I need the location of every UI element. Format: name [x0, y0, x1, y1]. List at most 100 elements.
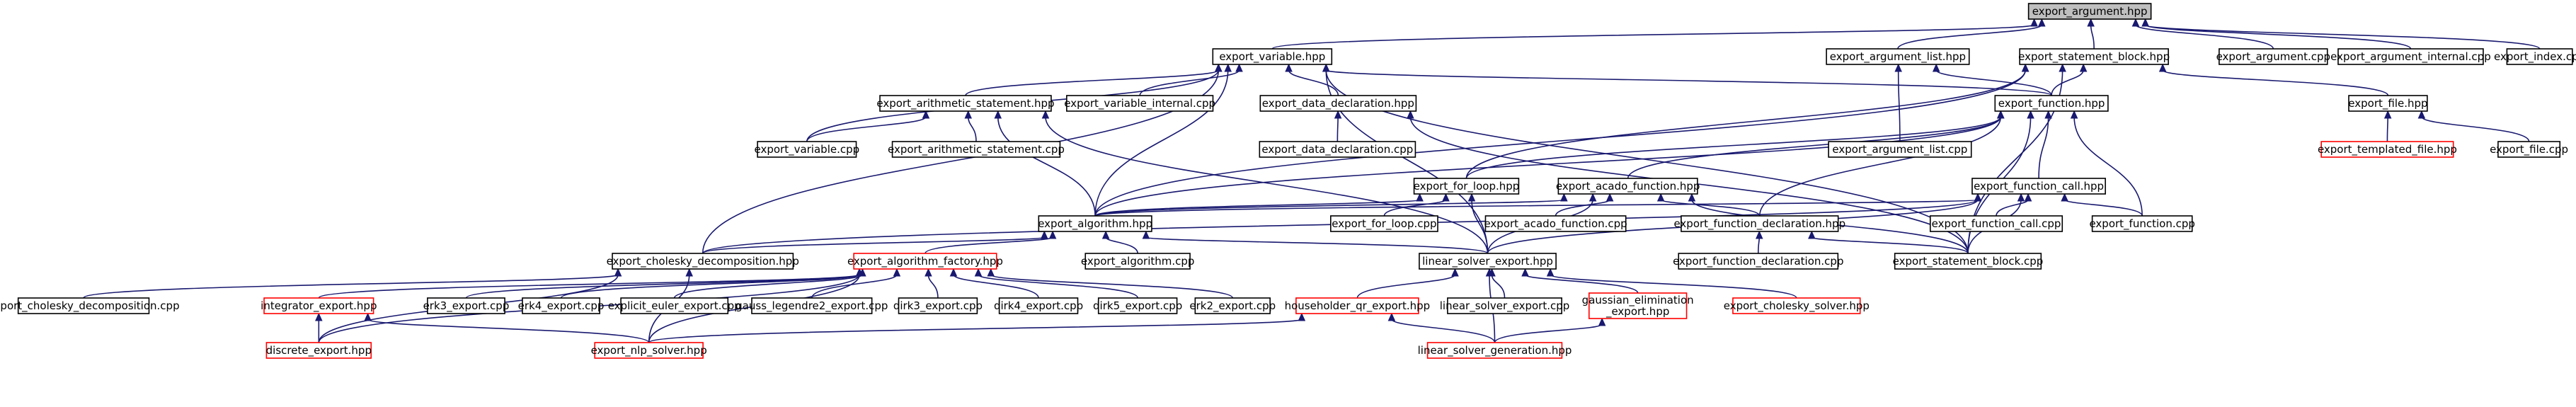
- edge-arrowhead: [1442, 193, 1450, 202]
- edge-export_function_declaration_hpp-to-export_function_hpp: [1759, 110, 2005, 217]
- node-export-variable-hpp[interactable]: export_variable.hpp: [1212, 48, 1333, 65]
- edge-arrowhead: [1334, 110, 1342, 119]
- node-box: [1588, 292, 1688, 319]
- node-box: [594, 342, 704, 359]
- node-export-variable-cpp[interactable]: export_variable.cpp: [754, 141, 859, 158]
- node-export-algorithm-cpp[interactable]: export_algorithm.cpp: [1081, 253, 1195, 270]
- edge-arrowhead: [685, 268, 693, 277]
- node-export-function-hpp[interactable]: export_function.hpp: [1994, 95, 2109, 112]
- edge-arrowhead: [2030, 18, 2038, 27]
- node-export-function-cpp[interactable]: export_function.cpp: [2089, 215, 2195, 232]
- node-export-acado-function-hpp[interactable]: export_acado_function.hpp: [1556, 178, 1700, 195]
- node-export-acado-function-cpp[interactable]: export_acado_function.cpp: [1484, 215, 1627, 232]
- node-export-argument-list-cpp[interactable]: export_argument_list.cpp: [1828, 141, 1972, 158]
- node-export-statement-block-hpp[interactable]: export_statement_block.hpp: [2018, 48, 2170, 65]
- node-export-index-cpp[interactable]: export_index.cpp: [2494, 48, 2576, 65]
- node-label: erk4_export.cpp: [518, 299, 605, 313]
- node-gauss-legendre2-export-cpp[interactable]: gauss_legendre2_export.cpp: [735, 297, 888, 314]
- edge-arrowhead: [2131, 18, 2140, 27]
- node-box: [879, 95, 1052, 112]
- node-export-algorithm-hpp[interactable]: export_algorithm.hpp: [1038, 215, 1152, 232]
- node-export-data-declaration-hpp[interactable]: export_data_declaration.hpp: [1259, 95, 1417, 112]
- node-explicit-euler-export-cpp[interactable]: explicit_euler_export.cpp: [608, 297, 741, 314]
- edge-line: [953, 274, 1039, 299]
- node-integrator-export-hpp[interactable]: integrator_export.hpp: [261, 297, 377, 314]
- edge-arrowhead: [994, 110, 1002, 119]
- node-export-templated-file-hpp[interactable]: export_templated_file.hpp: [2318, 141, 2457, 158]
- node-export-data-declaration-cpp[interactable]: export_data_declaration.cpp: [1259, 141, 1416, 158]
- node-export-file-hpp[interactable]: export_file.hpp: [2348, 95, 2428, 112]
- node-dirk5-export-cpp[interactable]: dirk5_export.cpp: [1093, 297, 1182, 314]
- node-export-nlp-solver-hpp[interactable]: export_nlp_solver.hpp: [591, 342, 707, 359]
- node-householder-qr-export-hpp[interactable]: householder_qr_export.hpp: [1285, 297, 1431, 314]
- node-export-function-declaration-hpp[interactable]: export_function_declaration.hpp: [1673, 215, 1845, 232]
- node-gaussian-elimination-export-hpp[interactable]: gaussian_elimination_export.hpp: [1582, 292, 1694, 319]
- node-label: export_arithmetic_statement.cpp: [888, 143, 1065, 156]
- node-export-algorithm-factory-hpp[interactable]: export_algorithm_factory.hpp: [847, 253, 1003, 270]
- edge-arrowhead: [2024, 193, 2032, 202]
- node-export-arithmetic-statement-hpp[interactable]: export_arithmetic_statement.hpp: [876, 95, 1055, 112]
- node-export-argument-list-hpp[interactable]: export_argument_list.hpp: [1826, 48, 1970, 65]
- node-linear-solver-export-hpp[interactable]: linear_solver_export.hpp: [1419, 253, 1557, 270]
- node-linear-solver-export-cpp[interactable]: linear_solver_export.cpp: [1440, 297, 1570, 314]
- edge-line: [1105, 236, 1138, 254]
- node-export-statement-block-cpp[interactable]: export_statement_block.cpp: [1893, 253, 2044, 270]
- edge-line: [1996, 199, 2029, 217]
- edge-line: [1356, 274, 1456, 299]
- edge-line: [560, 274, 860, 299]
- edge-line: [1491, 274, 1506, 299]
- edge-export_index_cpp-to-export_argument_hpp: [2141, 18, 2541, 50]
- node-discrete-export-hpp[interactable]: discrete_export.hpp: [265, 342, 372, 359]
- node-box: [522, 297, 600, 314]
- node-box: [1259, 95, 1417, 112]
- edge-arrowhead: [2079, 63, 2088, 72]
- node-export-arithmetic-statement-cpp[interactable]: export_arithmetic_statement.cpp: [888, 141, 1065, 158]
- edge-line: [811, 274, 898, 299]
- node-label: export_function_call.cpp: [1932, 217, 2061, 231]
- edge-erk2_export_cpp-to-export_algorithm_factory_hpp: [987, 268, 1234, 299]
- node-erk4-export-cpp[interactable]: erk4_export.cpp: [518, 297, 605, 314]
- node-erk3-export-cpp[interactable]: erk3_export.cpp: [423, 297, 510, 314]
- edge-line: [1660, 199, 1761, 217]
- edge-arrowhead: [2158, 63, 2167, 72]
- edge-linear_solver_export_hpp-to-export_algorithm_hpp: [1142, 230, 1489, 254]
- edge-arrowhead: [1224, 63, 1232, 72]
- node-export-cholesky-decomposition-cpp[interactable]: export_cholesky_decomposition.cpp: [0, 297, 180, 314]
- edge-arrowhead: [1298, 312, 1306, 321]
- node-label: dirk3_export.cpp: [893, 299, 983, 313]
- edge-discrete_export_hpp-to-integrator_export_hpp: [315, 312, 323, 343]
- edge-arrowhead: [2383, 110, 2392, 119]
- node-export-for-loop-cpp[interactable]: export_for_loop.cpp: [1330, 215, 1438, 232]
- node-export-function-call-hpp[interactable]: export_function_call.hpp: [1971, 178, 2106, 195]
- edge-line: [1094, 199, 1421, 217]
- node-label: export_index.cpp: [2494, 50, 2576, 64]
- node-linear-solver-generation-hpp[interactable]: linear_solver_generation.hpp: [1418, 342, 1572, 359]
- node-export-file-cpp[interactable]: export_file.cpp: [2490, 141, 2568, 158]
- node-dirk3-export-cpp[interactable]: dirk3_export.cpp: [893, 297, 983, 314]
- edge-arrowhead: [1997, 110, 2005, 119]
- node-export-for-loop-hpp[interactable]: export_for_loop.hpp: [1414, 178, 1520, 195]
- edge-export_algorithm_factory_hpp-to-export_algorithm_hpp: [925, 230, 1057, 254]
- node-export-argument-cpp[interactable]: export_argument.cpp: [2216, 48, 2331, 65]
- node-export-argument-internal-cpp[interactable]: export_argument_internal.cpp: [2330, 48, 2491, 65]
- node-export-function-call-cpp[interactable]: export_function_call.cpp: [1929, 215, 2063, 232]
- edge-arrowhead: [1215, 63, 1223, 72]
- node-dirk4-export-cpp[interactable]: dirk4_export.cpp: [994, 297, 1083, 314]
- node-export-cholesky-decomposition-hpp[interactable]: export_cholesky_decomposition.hpp: [607, 253, 799, 270]
- node-box: [1894, 253, 2042, 270]
- node-export-function-declaration-cpp[interactable]: export_function_declaration.cpp: [1673, 253, 1843, 270]
- node-erk2-export-cpp[interactable]: erk2_export.cpp: [1189, 297, 1276, 314]
- node-label: export_templated_file.hpp: [2318, 143, 2457, 156]
- edge-line: [1897, 69, 1901, 142]
- node-box: [612, 253, 794, 270]
- node-label: export_file.cpp: [2490, 143, 2568, 156]
- edge-export_cholesky_solver_hpp-to-linear_solver_export_hpp: [1546, 268, 1797, 299]
- edge-export_data_declaration_hpp-to-export_variable_hpp: [1285, 63, 1339, 96]
- node-box: [1097, 297, 1178, 314]
- node-export-cholesky-solver-hpp[interactable]: export_cholesky_solver.hpp: [1724, 297, 1870, 314]
- node-box: [1084, 253, 1191, 270]
- edge-line: [2073, 116, 2143, 217]
- node-label: erk3_export.cpp: [423, 299, 510, 313]
- node-export-variable-internal-cpp[interactable]: export_variable_internal.cpp: [1064, 95, 1215, 112]
